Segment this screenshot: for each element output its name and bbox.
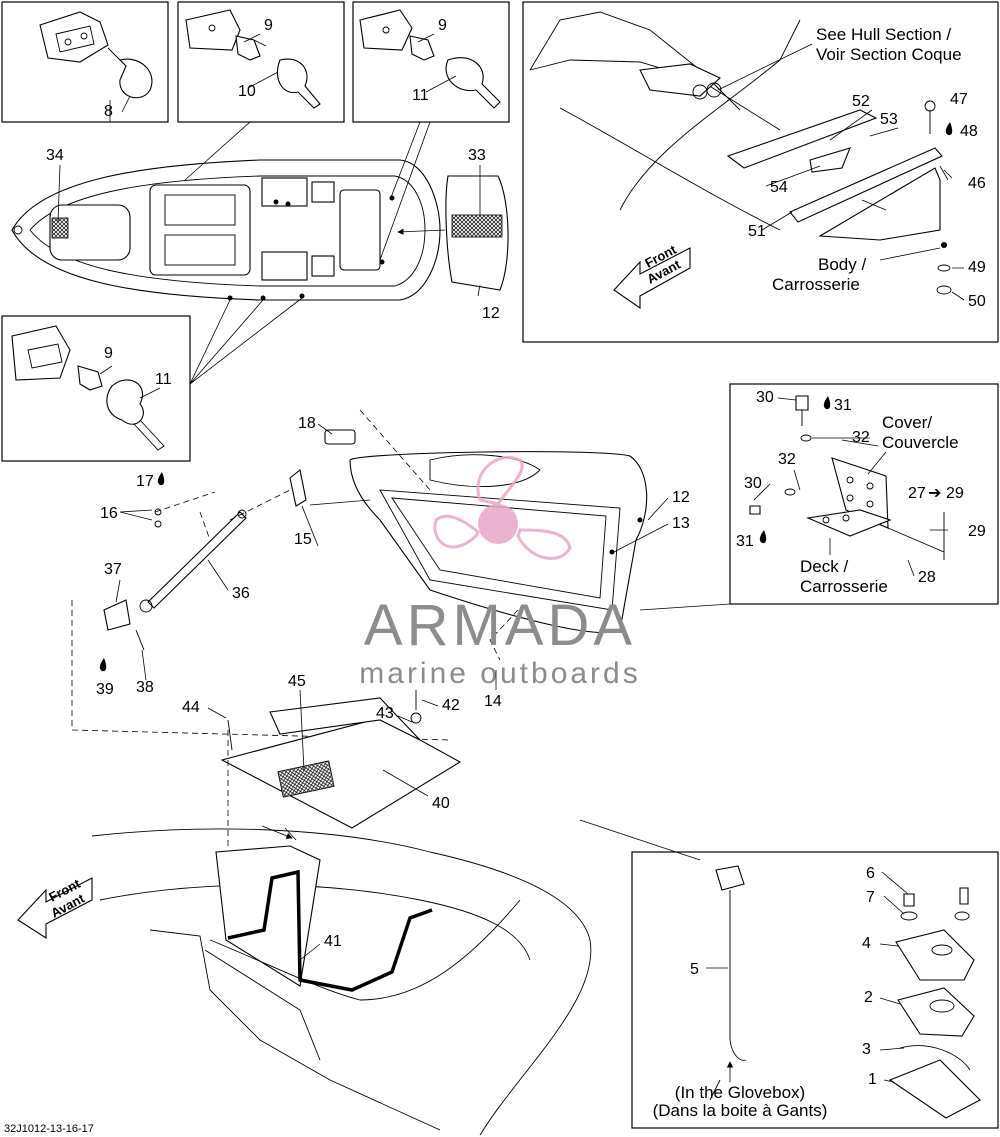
oil-drop-31a-icon [823, 396, 831, 410]
inset-panel-8 [1, 1, 169, 123]
watermark-tagline: marine outboards [359, 657, 640, 690]
callout-41: 41 [324, 933, 342, 950]
callout-16: 16 [100, 505, 118, 522]
callout-12a: 12 [482, 305, 500, 322]
clip-tie-8 [39, 11, 153, 99]
callout-9a: 9 [264, 17, 273, 34]
callout-9b: 9 [438, 17, 447, 34]
callout-36: 36 [232, 585, 250, 602]
callout-50: 50 [968, 293, 986, 310]
callout-46: 46 [968, 175, 986, 192]
note-glovebox-1: (In the Glovebox) [675, 1083, 805, 1102]
callout-43: 43 [376, 705, 394, 722]
callout-30b: 30 [744, 475, 762, 492]
callout-1: 1 [868, 1071, 877, 1088]
callout-52: 52 [852, 93, 870, 110]
diagram-code: 32J1012-13-16-17 [4, 1123, 94, 1135]
oil-drop-48-icon [945, 122, 953, 136]
fitting-18 [324, 429, 356, 445]
inset-panel-hull [522, 1, 999, 343]
note-body-1: Body / [818, 255, 866, 274]
rivet-tie-10 [185, 9, 321, 109]
callout-49: 49 [968, 259, 986, 276]
callout-44: 44 [182, 699, 200, 716]
callout-3: 3 [862, 1041, 871, 1058]
watermark-logo [433, 455, 572, 560]
cover-panel-12 [445, 175, 509, 291]
inset-panel-9-11-lower [1, 315, 191, 462]
note-body-2: Carrosserie [772, 275, 860, 294]
callout-15: 15 [294, 531, 312, 548]
callout-51: 51 [748, 223, 766, 240]
callout-32b: 32 [778, 451, 796, 468]
callout-10: 10 [238, 83, 256, 100]
hinge-assembly [749, 395, 945, 560]
gas-strut-36 [139, 509, 247, 613]
note-deck-1: Deck / [800, 557, 848, 576]
callout-12b: 12 [672, 489, 690, 506]
note-hull-section-2: Voir Section Coque [816, 45, 962, 64]
callout-14: 14 [484, 693, 502, 710]
watermark-brand: ARMADA [364, 593, 636, 658]
callout-34: 34 [46, 147, 64, 164]
callout-11a: 11 [412, 87, 429, 104]
callout-53: 53 [880, 111, 898, 128]
callout-7: 7 [866, 889, 875, 906]
callout-40: 40 [432, 795, 450, 812]
callout-2: 2 [864, 989, 873, 1006]
callout-28: 28 [918, 569, 936, 586]
callout-18: 18 [298, 415, 316, 432]
oil-drop-17-icon [157, 472, 165, 486]
note-deck-2: Carrosserie [800, 577, 888, 596]
callout-33: 33 [468, 147, 486, 164]
inset-panel-9-11 [352, 1, 510, 123]
callout-31a: 31 [834, 397, 852, 414]
tray-40 [220, 697, 462, 829]
callout-37: 37 [104, 561, 122, 578]
rivet-tie-11-lower [11, 325, 165, 451]
note-glovebox-2: (Dans la boite à Gants) [653, 1101, 828, 1120]
note-hull-section-1: See Hull Section / [816, 25, 951, 44]
bracket-37 [103, 599, 131, 631]
callout-38: 38 [136, 679, 154, 696]
note-cover-2: Couvercle [882, 433, 959, 452]
bracket-15 [289, 469, 307, 507]
callout-17: 17 [136, 473, 154, 490]
inset-panel-latch [631, 851, 999, 1129]
note-cover-1: Cover/ [882, 413, 932, 432]
callout-47: 47 [950, 91, 968, 108]
callout-27: 27 [908, 485, 926, 502]
callout-6: 6 [866, 865, 875, 882]
callout-27-to: 29 [946, 485, 964, 502]
callout-29: 29 [968, 523, 986, 540]
callout-5: 5 [690, 961, 699, 978]
callout-9c: 9 [104, 345, 113, 362]
callout-11b: 11 [155, 371, 172, 388]
callout-39: 39 [96, 681, 114, 698]
oil-drop-39-icon [99, 658, 107, 672]
oil-drop-31b-icon [759, 530, 767, 544]
callout-48: 48 [960, 123, 978, 140]
hull-section [529, 11, 952, 295]
front-arrow-lower [17, 877, 93, 940]
callout-32a: 32 [852, 429, 870, 446]
rivet-tie-11-top [359, 9, 501, 109]
callout-45: 45 [288, 673, 306, 690]
latch-assembly [715, 865, 981, 1119]
deck-lower [91, 828, 592, 1136]
callout-8: 8 [104, 103, 113, 120]
callout-31b: 31 [736, 533, 754, 550]
inset-panel-hinge [729, 383, 999, 605]
boat-top-view [11, 159, 441, 301]
inset-panel-9-10 [177, 1, 345, 123]
callout-30a: 30 [756, 389, 774, 406]
callout-42: 42 [442, 697, 460, 714]
callout-13: 13 [672, 515, 690, 532]
callout-4: 4 [862, 935, 871, 952]
front-arrow-upper [613, 247, 691, 310]
callout-27-arrow: ➔ [928, 485, 941, 502]
